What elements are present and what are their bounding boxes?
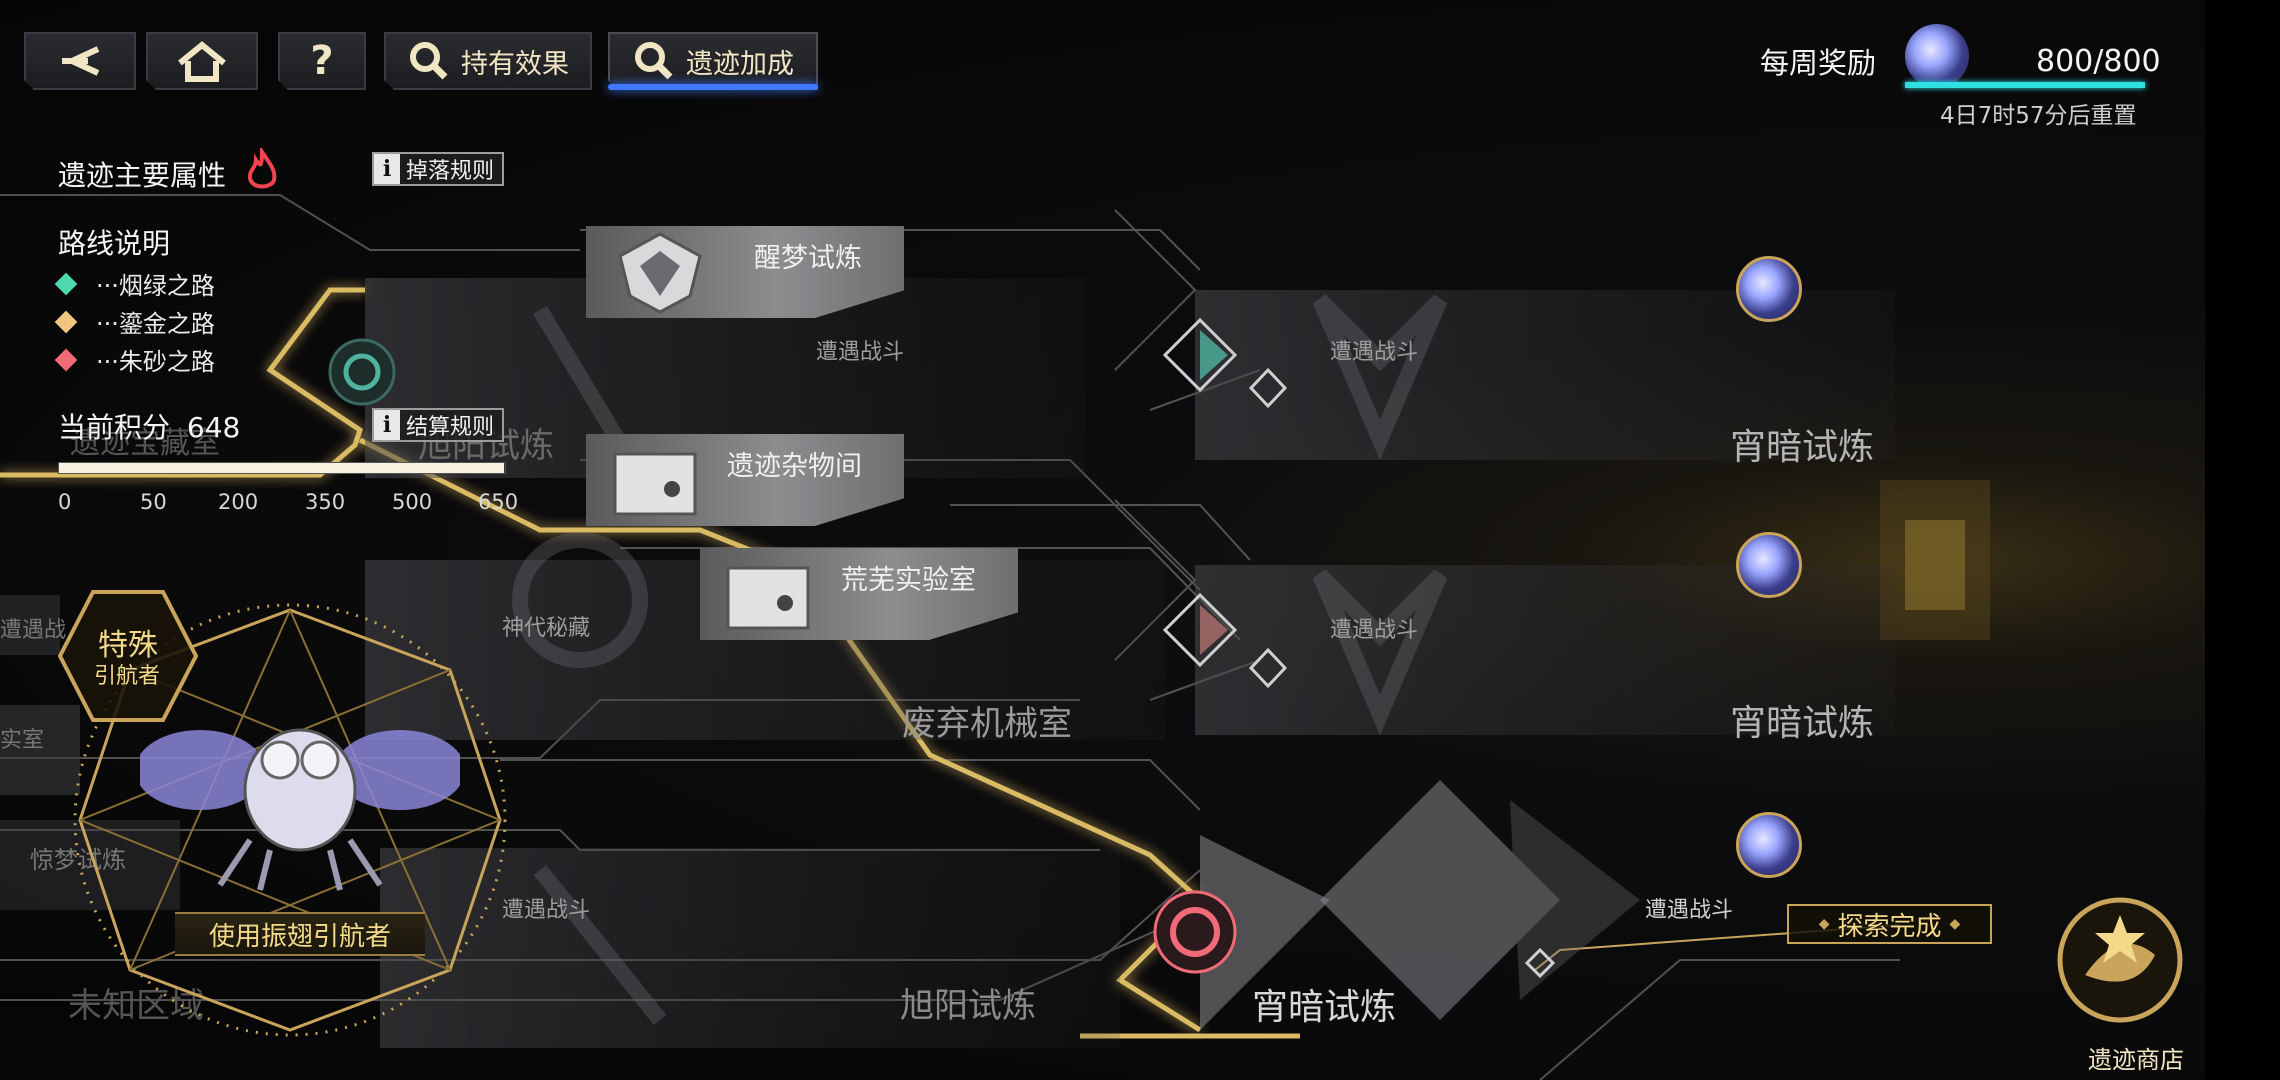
help-icon: ? (310, 38, 334, 84)
butterfly-navigator-icon[interactable] (140, 700, 460, 900)
score-label: 当前积分 (58, 411, 171, 444)
fire-icon (247, 148, 277, 189)
treasure-room-label[interactable]: 遗迹宝藏室 (70, 426, 220, 461)
route-title: 路线说明 (58, 227, 171, 260)
weekly-reset-timer: 4日7时57分后重置 (1940, 103, 2137, 129)
score-tick: 50 (140, 490, 167, 514)
encounter-label-1[interactable]: 遭遇战斗 (816, 340, 905, 365)
score-value: 648 (186, 411, 241, 444)
score-tick: 500 (392, 490, 433, 514)
explore-complete-button[interactable]: 探索完成 (1787, 904, 1992, 944)
settle-rules-button[interactable]: i 结算规则 (372, 408, 505, 442)
sundries-label: 遗迹杂物间 (727, 451, 862, 482)
wild-lab-label: 荒芜实验室 (841, 565, 976, 596)
route-label-3: ···朱砂之路 (96, 348, 215, 376)
back-button[interactable] (24, 32, 136, 90)
corridor-light (1880, 480, 1990, 640)
settle-rules-label: 结算规则 (406, 415, 495, 440)
reward-medal-icon-2[interactable] (1736, 532, 1802, 598)
route-legend-row-2: ···鎏金之路 (54, 304, 215, 339)
weekly-reward-value: 800/800 (2036, 44, 2161, 79)
help-button[interactable]: ? (278, 32, 366, 90)
shop-icon[interactable] (2045, 885, 2195, 1035)
search-icon (632, 39, 676, 83)
use-navigator-button[interactable]: 使用振翅引航者 (175, 912, 425, 956)
encounter-label-5[interactable]: 遭遇战斗 (1645, 898, 1734, 923)
night-trial-label-1[interactable]: 宵暗试炼 (1730, 427, 1875, 468)
room-left-label[interactable]: 实室 (0, 728, 45, 753)
weekly-reward-label: 每周奖励 (1760, 46, 1877, 80)
main-attr-label: 遗迹主要属性 (58, 159, 227, 192)
shock-trial-label[interactable]: 惊梦试炼 (30, 846, 126, 874)
reward-medal-icon-1[interactable] (1736, 256, 1802, 322)
right-letterbox (2205, 0, 2280, 1080)
effects-button[interactable]: 持有效果 (384, 32, 592, 90)
info-icon: i (374, 410, 400, 440)
active-tab-indicator (608, 84, 818, 90)
score-display: 当前积分 648 (58, 406, 240, 446)
back-arrow-icon (50, 41, 110, 81)
route-diamond-icon (54, 272, 78, 295)
home-button[interactable] (146, 32, 258, 90)
info-icon: i (374, 154, 400, 184)
mask-icon (618, 232, 702, 314)
gold-route-line (0, 287, 1204, 1033)
bonus-button[interactable]: 遗迹加成 (608, 32, 818, 90)
chest-icon (613, 452, 697, 516)
weekly-reward-bar (1905, 82, 2145, 88)
abandoned-machine-label[interactable]: 废弃机械室 (902, 704, 1072, 744)
reward-medal-icon-3[interactable] (1736, 812, 1802, 878)
banner-sundries[interactable]: 遗迹杂物间 (586, 434, 904, 526)
special-badge-border (58, 590, 198, 722)
encounter-label-4[interactable]: 遭遇战斗 (1330, 618, 1419, 643)
shop-label[interactable]: 遗迹商店 (2088, 1046, 2184, 1074)
route-label-1: ···烟绿之路 (96, 272, 215, 300)
night-trial-label-3[interactable]: 宵暗试炼 (1252, 987, 1397, 1028)
route-legend-row-3: ···朱砂之路 (54, 342, 215, 377)
use-navigator-label: 使用振翅引航者 (208, 921, 391, 952)
ancient-trove-label[interactable]: 神代秘藏 (502, 616, 591, 641)
node-markers (1162, 317, 1556, 979)
score-tick: 650 (478, 490, 519, 514)
effects-label: 持有效果 (461, 48, 569, 80)
explore-complete-label: 探索完成 (1837, 911, 1942, 942)
badge-top-label: 特殊 (98, 628, 158, 663)
search-icon (407, 39, 451, 83)
encounter-left-label[interactable]: 遭遇战 (0, 618, 67, 643)
route-diamond-icon (54, 348, 78, 371)
score-tick: 350 (305, 490, 346, 514)
encounter-label-3[interactable]: 遭遇战斗 (1330, 340, 1419, 365)
score-tick: 200 (218, 490, 259, 514)
route-label-2: ···鎏金之路 (96, 310, 215, 338)
encounter-label-2[interactable]: 遭遇战斗 (502, 898, 591, 923)
night-trial-label-2[interactable]: 宵暗试炼 (1730, 703, 1875, 744)
bonus-label: 遗迹加成 (686, 48, 794, 80)
badge-bottom-label: 引航者 (94, 664, 161, 689)
route-legend-row-1: ···烟绿之路 (54, 266, 215, 301)
home-icon (174, 39, 230, 83)
score-progress-bar (58, 462, 506, 474)
weekly-reward-medal-icon[interactable] (1905, 24, 1969, 88)
drop-rules-label: 掉落规则 (406, 159, 495, 184)
dream-trial-label: 醒梦试炼 (754, 243, 862, 274)
score-tick: 0 (58, 490, 72, 514)
score-progress-fill (59, 463, 504, 473)
chest-icon-2 (726, 566, 810, 630)
route-diamond-icon (54, 310, 78, 333)
drop-rules-button[interactable]: i 掉落规则 (372, 152, 505, 186)
dawn-trial-label-2[interactable]: 旭阳试炼 (900, 986, 1036, 1026)
